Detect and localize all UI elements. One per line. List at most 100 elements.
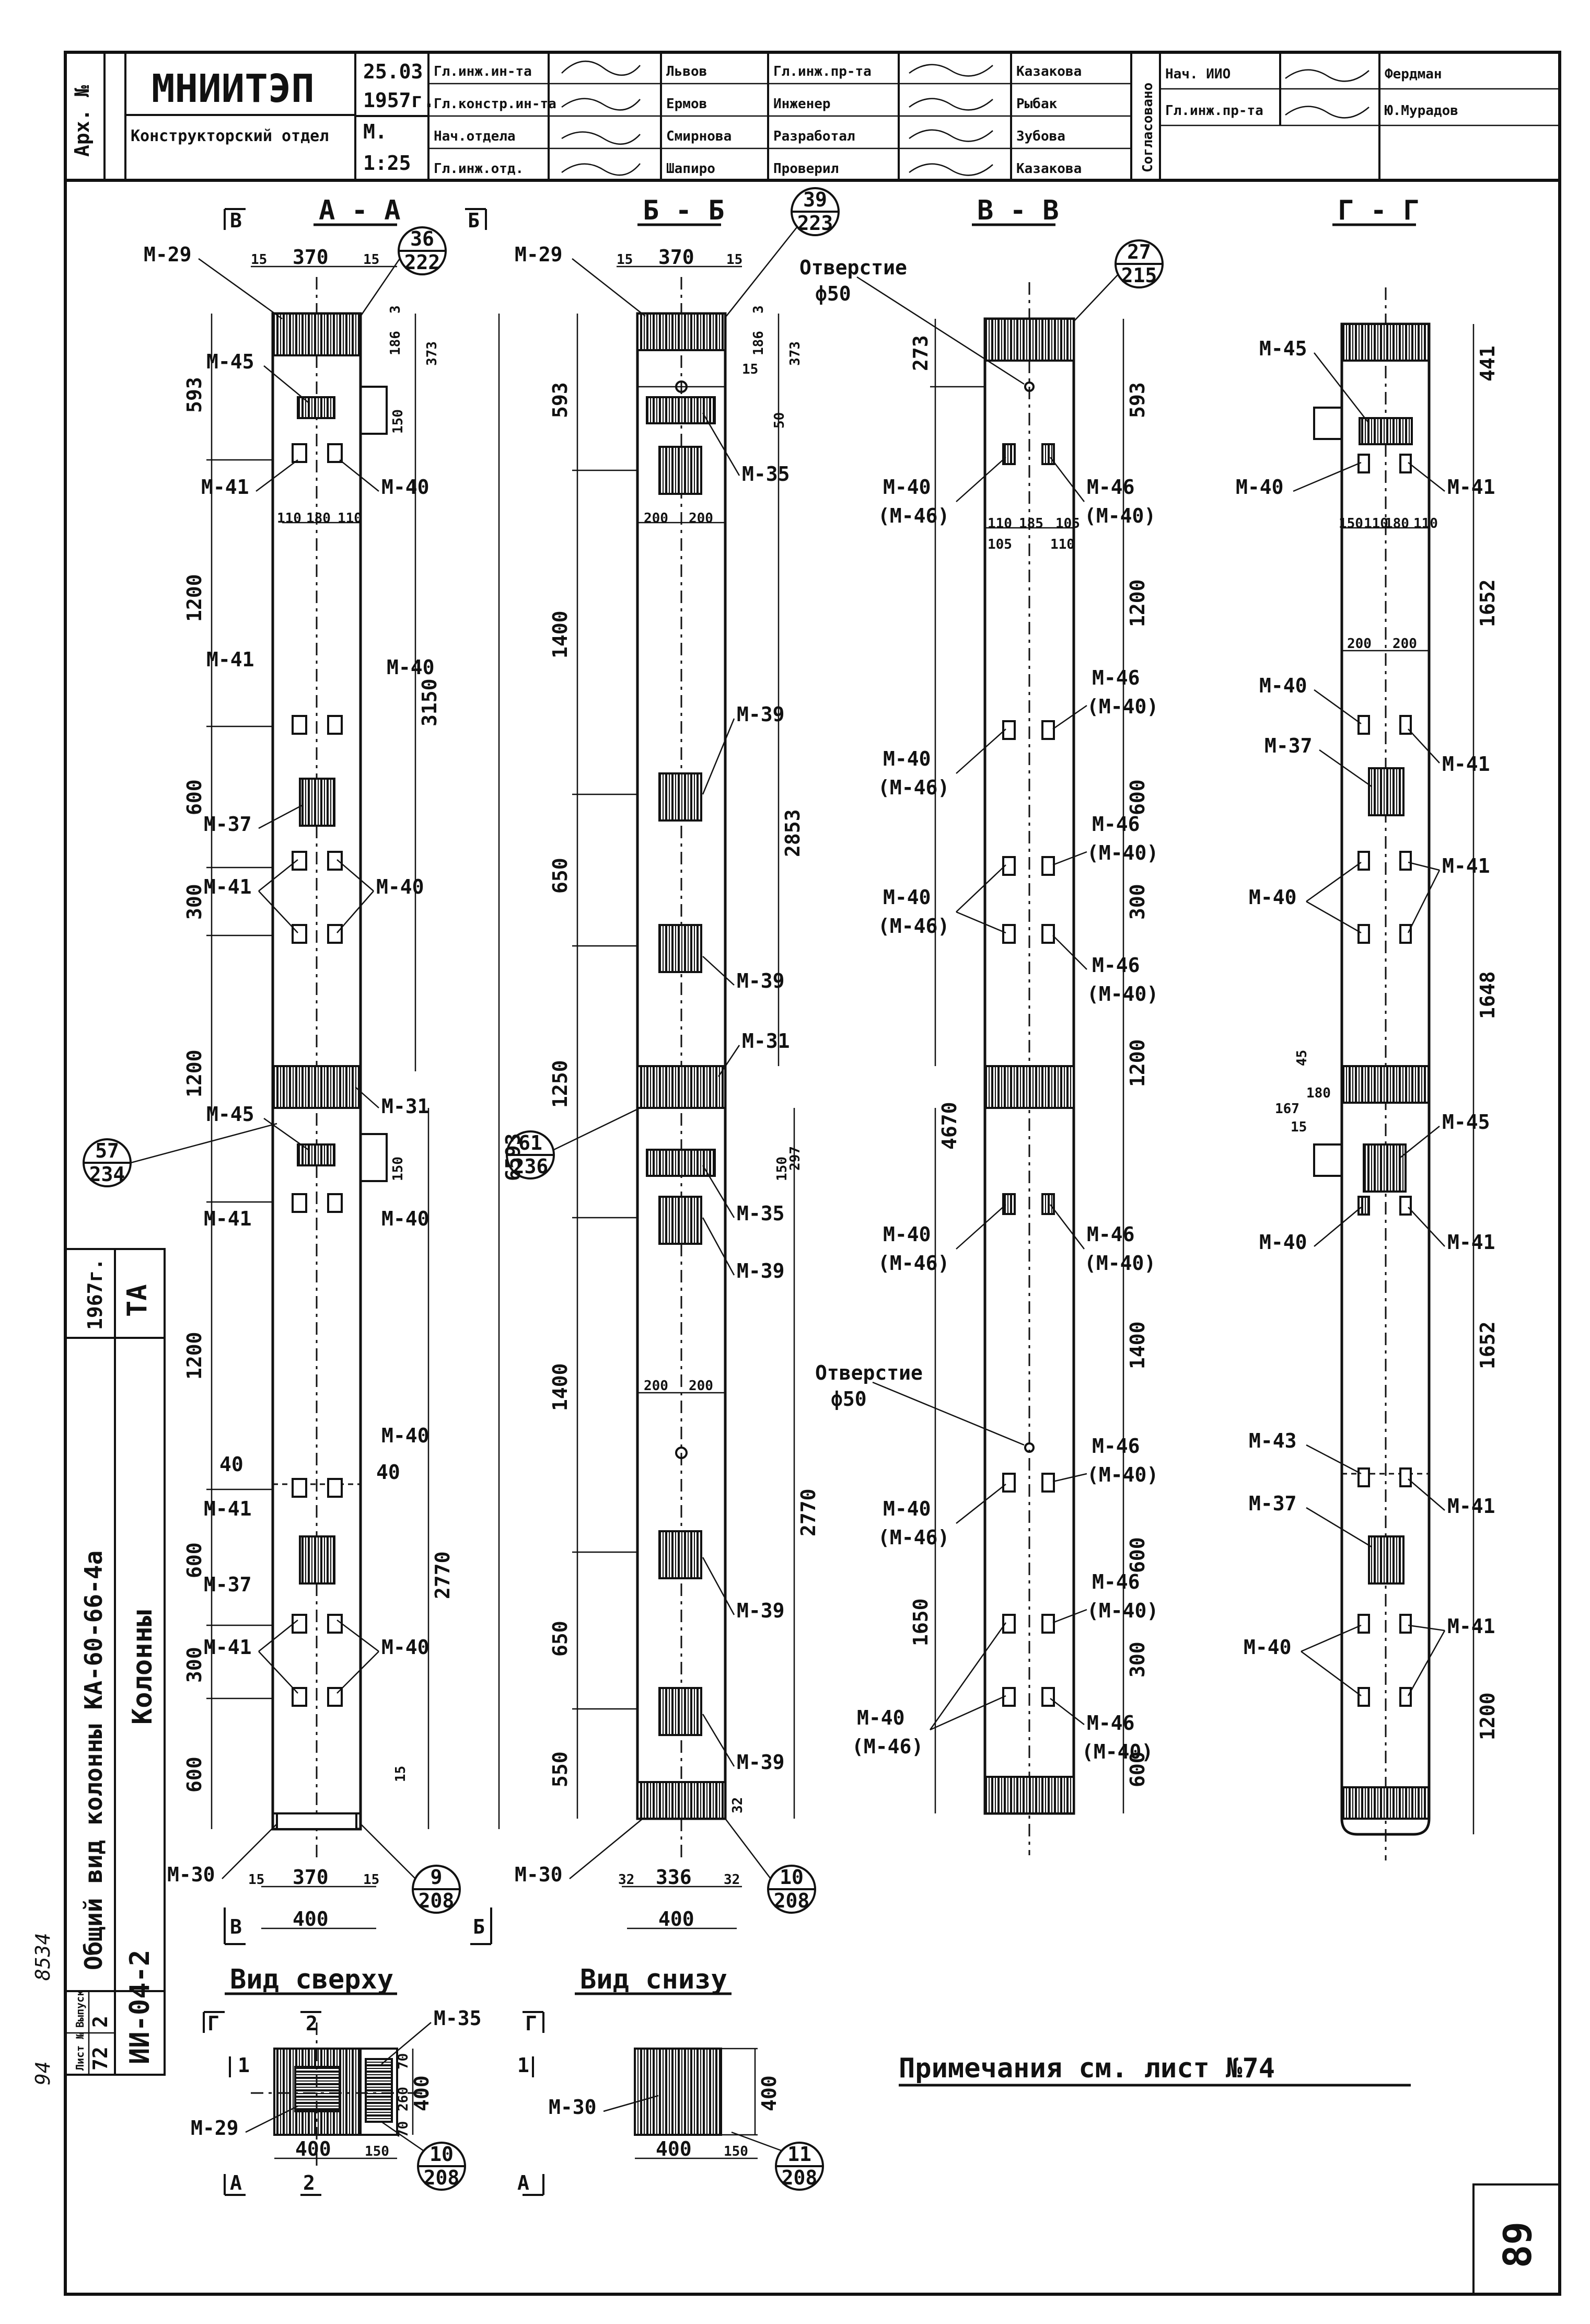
label-v-m40p-3: (М-40) [1087, 841, 1158, 864]
dim-v-1650: 1650 [909, 1598, 932, 1646]
label-a-m45: М-45 [206, 350, 254, 373]
bubble-9-bot: 208 [419, 1889, 455, 1912]
label-b-m39-1: М-39 [737, 703, 785, 726]
dim-g-167: 167 [1275, 1101, 1299, 1117]
dim-v-273: 273 [909, 335, 932, 371]
label-top-m35: М-35 [434, 2007, 482, 2030]
dim-b-200-4: 200 [689, 1378, 713, 1394]
dim-b-2853: 2853 [781, 809, 804, 857]
dim-b-32-l: 32 [618, 1872, 634, 1888]
side-description: Общий вид колонны КА-60-66-4а [79, 1551, 108, 1970]
org-name: МНИИТЭП [152, 66, 315, 111]
dim-a-15-l: 15 [251, 252, 267, 268]
arch-no-label: Арх. № [71, 85, 94, 157]
label-a-m30: М-30 [167, 1863, 215, 1886]
dim-b-593: 593 [549, 382, 572, 418]
dim-b-1250: 1250 [549, 1060, 572, 1108]
role-3: Нач.отдела [434, 129, 516, 144]
label-g-m45-2: М-45 [1442, 1111, 1490, 1134]
label-a-m40-5: М-40 [381, 1424, 430, 1447]
cut-mark-1-left: 1 [238, 2054, 250, 2077]
title-date: 25.03 [363, 60, 423, 83]
label-b-m39-4: М-39 [737, 1599, 785, 1622]
label-a-m31: М-31 [381, 1095, 430, 1118]
side-series: ТА [122, 1284, 153, 1317]
label-v-m46p-4: (М-46) [878, 1252, 949, 1275]
dim-a-400: 400 [293, 1907, 329, 1930]
label-v-m40-2: М-40 [883, 747, 931, 770]
dim-top-400: 400 [295, 2137, 331, 2160]
name-1: Львов [666, 64, 707, 79]
dim-a-180: 180 [306, 511, 331, 526]
label-b-m31: М-31 [742, 1030, 790, 1053]
label-a-m40-1: М-40 [381, 476, 430, 499]
label-a-m45-2: М-45 [206, 1103, 254, 1126]
bubble-top-10-top: 10 [430, 2143, 454, 2166]
side-series-year: 1967г. [84, 1258, 107, 1330]
dim-g-110-l: 110 [1364, 516, 1388, 531]
dim-a-15-r: 15 [363, 252, 379, 268]
dim-g-200-1: 200 [1347, 636, 1372, 652]
signature-4 [561, 163, 641, 176]
bubble-39-bot: 223 [797, 212, 833, 235]
dim-a-15-br: 15 [363, 1872, 379, 1888]
bubble-top-10-bot: 208 [424, 2166, 460, 2189]
dim-b-200-3: 200 [644, 1378, 668, 1394]
signature-7 [909, 129, 993, 142]
bubble-11-top: 11 [787, 2143, 811, 2166]
dim-a-150-1: 150 [390, 409, 406, 434]
bubble-10-top: 10 [780, 1866, 804, 1889]
sheet-frame [64, 51, 1561, 2296]
section-b-title: Б - Б [643, 195, 725, 226]
role3-1: Нач. ИИО [1165, 66, 1231, 82]
label-g-m41-1: М-41 [1447, 476, 1495, 499]
dim-v-110-p: 110 [1050, 537, 1075, 552]
label-a-m29: М-29 [144, 243, 192, 266]
cut-mark-b-a-bot: Б [473, 1915, 485, 1938]
signature-2 [561, 98, 641, 111]
name2-4: Казакова [1016, 161, 1082, 177]
name2-3: Зубова [1016, 129, 1065, 144]
label-g-m41-5: М-41 [1447, 1495, 1495, 1518]
label-v-m46-7: М-46 [1092, 1570, 1140, 1593]
label-v-m46-3: М-46 [1092, 813, 1140, 836]
cut-mark-2-top: 2 [306, 2012, 318, 2035]
signature-1 [561, 60, 641, 76]
dim-v-300-2: 300 [1126, 1641, 1149, 1678]
dim-a-370-bot: 370 [293, 1866, 329, 1889]
top-view: Вид сверху Г Г 2 1 1 А 2 А 400 150 70 26… [191, 1964, 544, 2196]
dim-top-400-v: 400 [410, 2075, 433, 2111]
dim-b-336: 336 [656, 1866, 692, 1889]
label-a-m40-6: М-40 [381, 1636, 430, 1659]
dim-a-1200-1: 1200 [183, 574, 206, 622]
name2-1: Казакова [1016, 64, 1082, 79]
label-v-m46p-3: (М-46) [878, 915, 949, 938]
dim-g-1652-1: 1652 [1476, 579, 1499, 627]
label-g-m41-2: М-41 [1442, 753, 1490, 776]
notes: Примечания см. лист №74 89 [899, 2053, 1561, 2295]
cut-mark-a-2: А [517, 2171, 529, 2194]
dim-top-260: 260 [396, 2087, 411, 2111]
label-a-m41-3: М-41 [204, 875, 252, 898]
label-v-m40p-6: (М-40) [1087, 1463, 1158, 1486]
role2-1: Гл.инж.пр-та [773, 64, 872, 79]
bottom-view-title: Вид снизу [580, 1964, 727, 1995]
dim-a-6593: 6593 [502, 1133, 525, 1181]
name2-2: Рыбак [1016, 96, 1058, 112]
dim-b-650-2: 650 [549, 1621, 572, 1657]
scale-label: М. [363, 120, 387, 143]
title-year: 1957г. [363, 89, 435, 112]
section-a-a: А - А В Б [83, 195, 525, 1945]
dim-a-300-2: 300 [183, 1647, 206, 1683]
dim-b-2770: 2770 [797, 1488, 820, 1536]
role-1: Гл.инж.ин-та [434, 64, 532, 79]
signature-10 [1285, 106, 1370, 119]
label-v-m46p-5: (М-46) [878, 1526, 949, 1549]
dim-v-1200-1: 1200 [1126, 579, 1149, 627]
label-g-m45-1: М-45 [1259, 337, 1307, 360]
dim-g-441: 441 [1476, 345, 1499, 381]
label-v-m40-1: М-40 [883, 476, 931, 499]
label-v-m46p-2: (М-46) [878, 776, 949, 799]
note-text: Примечания см. лист №74 [899, 2053, 1275, 2084]
